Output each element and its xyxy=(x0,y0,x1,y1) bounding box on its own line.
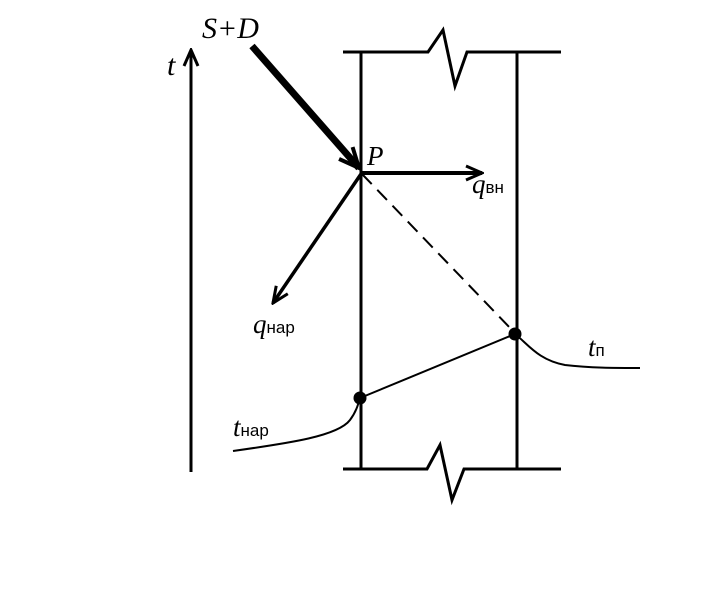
outside-temperature-label: tнар xyxy=(233,412,269,442)
solar-radiation-arrow: S+D xyxy=(202,12,359,168)
outside-air-temperature-curve xyxy=(232,397,361,452)
outside-temperature-subscript: нар xyxy=(241,421,269,440)
inner-heat-flow-label: qвн xyxy=(472,169,504,199)
surface-temperature-symbol: t xyxy=(588,332,597,362)
outer-heat-flow-label: qнар xyxy=(253,309,295,339)
inner-surface-temperature-point xyxy=(508,327,522,341)
temperature-axis: t xyxy=(167,49,191,472)
inner-surface-temperature-curve xyxy=(514,333,641,369)
surface-temperature-label: tп xyxy=(588,332,605,362)
inner-heat-flow: qвн xyxy=(362,169,504,199)
outer-heat-flow-subscript: нар xyxy=(267,318,295,337)
wall-bottom-break-line xyxy=(343,440,561,506)
outer-heat-flow-symbol: q xyxy=(253,309,267,339)
temperature-axis-label: t xyxy=(167,49,176,82)
wall-top-break-line xyxy=(343,26,561,92)
outer-heat-flow-arrow xyxy=(273,173,363,303)
solar-radiation-arrow-line xyxy=(249,43,359,168)
inner-heat-flow-subscript: вн xyxy=(486,178,504,197)
inner-heat-flow-symbol: q xyxy=(472,169,486,199)
wall xyxy=(343,26,561,506)
outer-heat-flow: qнар xyxy=(253,173,363,339)
temperature-profile xyxy=(232,333,641,452)
outside-temperature-symbol: t xyxy=(233,412,242,442)
wall-temperature-line xyxy=(359,333,516,399)
surface-temperature-subscript: п xyxy=(596,341,605,360)
outer-surface-temperature-point xyxy=(353,391,367,405)
point-p-label: P xyxy=(366,141,384,171)
dashed-temperature-line xyxy=(361,173,514,332)
solar-radiation-label: S+D xyxy=(202,12,259,45)
